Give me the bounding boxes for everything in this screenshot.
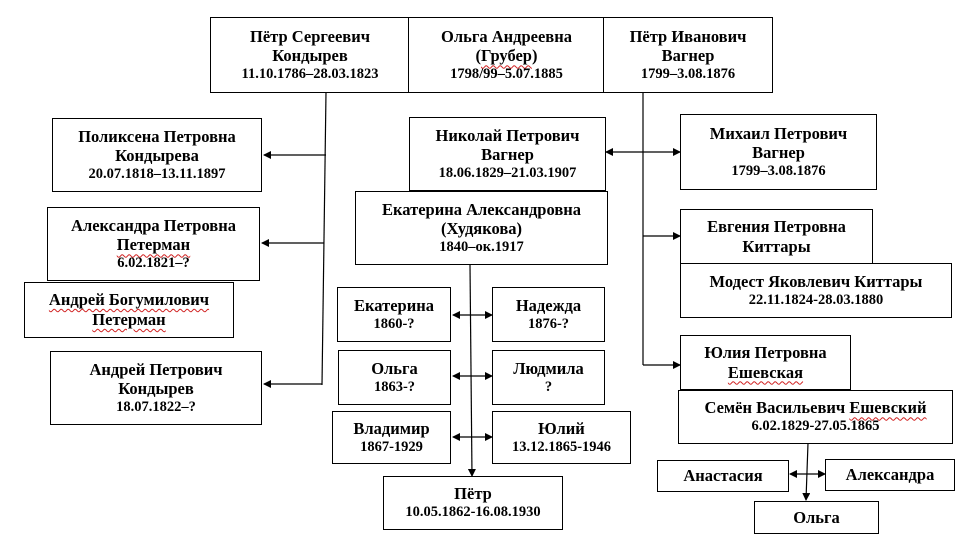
person-name: Людмила — [513, 358, 584, 378]
person-semyon-eshevsky: Семён Васильевич Ешевский 6.02.1829-27.0… — [678, 390, 953, 444]
person-poliksena-kondyreva: Поликсена Петровна Кондырева 20.07.1818–… — [52, 118, 262, 192]
person-dates: 18.06.1829–21.03.1907 — [438, 165, 577, 182]
person-name: Модест Яковлевич Киттары — [709, 271, 923, 291]
person-surname: Ешевская — [727, 362, 804, 382]
person-lyudmila: Людмила ? — [492, 350, 605, 405]
person-surname: Вагнер — [481, 145, 534, 165]
person-name: Юлий — [538, 418, 585, 438]
person-dates: 22.11.1824-28.03.1880 — [748, 291, 884, 308]
person-pyotr-child: Пётр 10.05.1862-16.08.1930 — [383, 476, 563, 530]
person-name: Евгения Петровна — [707, 216, 846, 236]
person-maiden-name-text: Грубер — [481, 46, 532, 66]
person-dates: 1840–ок.1917 — [439, 239, 524, 256]
person-dates: 10.05.1862-16.08.1930 — [405, 504, 541, 521]
person-modest-kittary: Модест Яковлевич Киттары 22.11.1824-28.0… — [680, 263, 952, 318]
person-andrey-peterman: Андрей Богумилович Петерман — [24, 282, 234, 338]
person-surname: Петерман — [116, 235, 191, 255]
person-alexandra-eshevskaya: Александра — [825, 459, 955, 491]
person-nikolay-vagner: Николай Петрович Вагнер 18.06.1829–21.03… — [409, 117, 606, 191]
person-olga-eshevskaya: Ольга — [754, 501, 879, 534]
person-anastasiya: Анастасия — [657, 460, 789, 492]
person-pyotr-sergeevich-kondyrev: Пётр Сергеевич Кондырев 11.10.1786–28.03… — [210, 17, 410, 93]
person-dates: 1799–3.08.1876 — [731, 163, 826, 180]
person-vladimir: Владимир 1867-1929 — [332, 411, 451, 464]
person-name: Михаил Петрович — [709, 123, 848, 143]
person-name: Владимир — [353, 418, 430, 438]
person-alexandra-peterman: Александра Петровна Петерман 6.02.1821–? — [47, 207, 260, 281]
person-name: Екатерина — [354, 295, 434, 315]
person-name: Ольга Андреевна — [441, 26, 572, 46]
person-name: Анастасия — [683, 466, 763, 486]
person-nadezhda: Надежда 1876-? — [492, 287, 605, 342]
person-name: Екатерина Александровна — [382, 199, 581, 219]
person-surname: Кондырев — [118, 379, 194, 399]
person-name: Андрей Богумилович — [48, 290, 210, 310]
person-name: Николай Петрович — [435, 125, 580, 145]
person-pyotr-ivanovich-vagner: Пётр Иванович Вагнер 1799–3.08.1876 — [603, 17, 773, 93]
person-name: Семён Васильевич Ешевский — [704, 398, 927, 418]
person-dates: 1798/99–5.07.1885 — [450, 66, 563, 83]
person-olga-child: Ольга 1863-? — [338, 350, 451, 405]
person-name: Надежда — [515, 295, 582, 315]
person-surname: Вагнер — [661, 46, 715, 66]
person-dates: 6.02.1829-27.05.1865 — [751, 418, 880, 435]
person-name: Пётр Сергеевич — [249, 26, 371, 46]
person-surname: Киттары — [742, 236, 811, 256]
person-name: Александра — [845, 465, 935, 485]
person-ekaterina-khudyakova: Екатерина Александровна (Худякова) 1840–… — [355, 191, 608, 265]
person-name: Александра Петровна — [71, 215, 236, 235]
person-dates: 1876-? — [527, 315, 570, 332]
person-yuliya-eshevskaya: Юлия Петровна Ешевская — [680, 335, 851, 390]
person-dates: 18.07.1822–? — [116, 399, 196, 416]
person-name: Пётр Иванович — [629, 26, 747, 46]
person-dates: 11.10.1786–28.03.1823 — [241, 66, 379, 83]
person-surname: Вагнер — [752, 143, 805, 163]
person-name: Поликсена Петровна — [78, 126, 236, 146]
person-dates: 1867-1929 — [360, 438, 423, 455]
person-dates: 1863-? — [373, 378, 416, 395]
person-yuliy: Юлий 13.12.1865-1946 — [492, 411, 631, 464]
person-dates: ? — [544, 378, 553, 395]
person-maiden-name: (Худякова) — [440, 219, 523, 239]
person-maiden-name: (Грубер) — [475, 46, 538, 66]
person-ekaterina-child: Екатерина 1860-? — [337, 287, 451, 342]
person-dates: 6.02.1821–? — [117, 255, 190, 272]
person-mikhail-vagner: Михаил Петрович Вагнер 1799–3.08.1876 — [680, 114, 877, 190]
person-name: Ольга — [793, 507, 840, 527]
person-dates: 20.07.1818–13.11.1897 — [88, 166, 226, 183]
person-name: Юлия Петровна — [704, 342, 827, 362]
person-dates: 1860-? — [373, 315, 415, 332]
person-dates: 1799–3.08.1876 — [640, 66, 736, 83]
person-name: Пётр — [454, 484, 492, 504]
person-name: Ольга — [371, 358, 418, 378]
person-olga-andreevna-gruber: Ольга Андреевна (Грубер) 1798/99–5.07.18… — [408, 17, 605, 93]
person-name: Андрей Петрович — [89, 359, 223, 379]
person-surname: Петерман — [92, 310, 166, 329]
person-surname: Кондырев — [272, 46, 348, 66]
person-surname: Кондырева — [115, 146, 199, 166]
person-dates: 13.12.1865-1946 — [511, 438, 612, 455]
person-evgeniya-kittary: Евгения Петровна Киттары — [680, 209, 873, 264]
person-andrey-kondyrev: Андрей Петрович Кондырев 18.07.1822–? — [50, 351, 262, 425]
